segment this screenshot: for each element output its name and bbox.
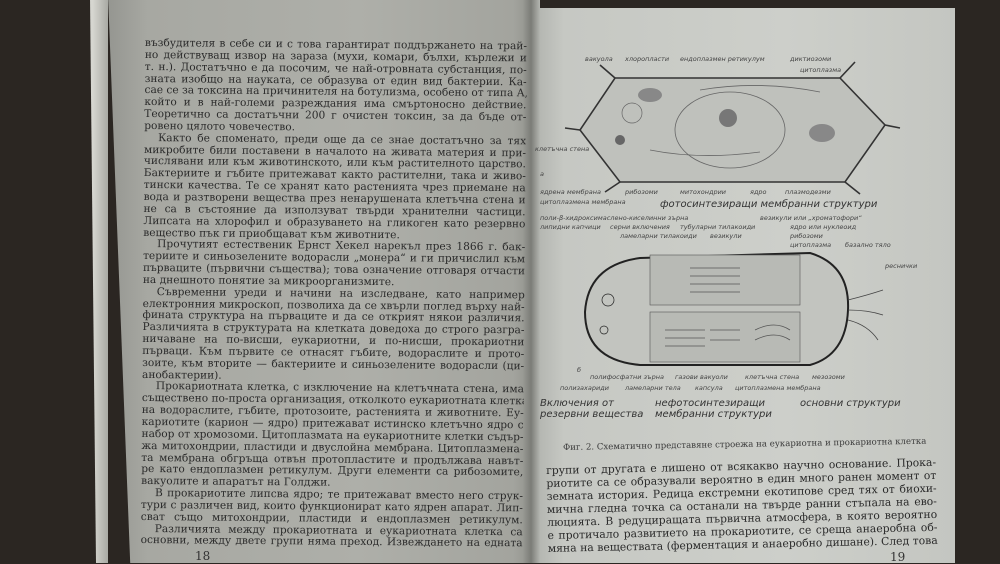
diagram-label: мезозоми	[812, 373, 845, 381]
diagram-label: фотосинтезиращи мембранни структури	[660, 199, 878, 210]
diagram-label: ламеларни тела	[625, 384, 681, 392]
diagram-label: везикули	[710, 232, 742, 240]
eukaryotic-cell	[564, 61, 901, 195]
diagram-label: основни структури	[800, 398, 901, 409]
diagram-label: б	[577, 366, 582, 374]
diagram-label: серни включения	[610, 223, 670, 231]
book-spine	[522, 0, 540, 563]
diagram-label: клетъчна стена	[745, 373, 800, 381]
diagram-label: диктиозоми	[790, 55, 832, 63]
diagram-label: а	[540, 170, 544, 178]
diagram-label: вакуола	[585, 55, 613, 63]
diagram-label: цитоплазма	[790, 241, 832, 249]
diagram-label: ламеларни тилакоиди	[620, 232, 697, 240]
diagram-label: капсула	[695, 384, 723, 392]
diagram-label: ядро	[750, 188, 767, 196]
diagram-label: полифосфатни зърна	[590, 373, 664, 381]
diagram-label: ендоплазмен ретикулум	[680, 55, 765, 63]
diagram-label: цитоплазмена мембрана	[735, 384, 821, 392]
diagram-label: хлоропласти	[625, 55, 670, 63]
page-number-left: 18	[195, 549, 211, 563]
diagram-label: базално тяло	[845, 241, 891, 249]
book-edge	[90, 0, 108, 563]
diagram-label: рибозоми	[790, 232, 823, 240]
diagram-label: полизахариди	[560, 384, 609, 392]
diagram-label: плазмодезми	[785, 188, 831, 196]
diagram-label: липидни капчици	[540, 223, 601, 231]
prokaryotic-cell	[583, 251, 884, 366]
diagram-label: газови вакуоли	[675, 373, 728, 381]
diagram-label: рибозоми	[625, 188, 658, 196]
diagram-label: реснички	[885, 262, 918, 270]
right-page-text: групи от другата е лишено от всякакво на…	[546, 456, 938, 555]
diagram-label: цитоплазма	[800, 66, 842, 74]
diagram-label: нефотосинтезиращи мембранни структури	[655, 398, 772, 420]
diagram-label: тубуларни тилакоиди	[680, 223, 756, 231]
diagram-label: поли-β-хидроксимаслено-киселинни зърна	[540, 214, 689, 222]
diagram-label: цитоплазмена мембрана	[540, 198, 626, 206]
diagram-label: везикули или „хроматофори“	[760, 214, 862, 222]
diagram-label: ядрена мембрана	[540, 188, 601, 196]
diagram-label: ядро или нуклеоид	[790, 223, 857, 231]
diagram-label: митохондрии	[680, 188, 727, 196]
diagram-label: Включения от резервни вещества	[540, 398, 644, 420]
diagram-label: клетъчна стена	[535, 145, 590, 153]
page-number-right: 19	[890, 550, 906, 564]
left-page	[108, 0, 535, 563]
